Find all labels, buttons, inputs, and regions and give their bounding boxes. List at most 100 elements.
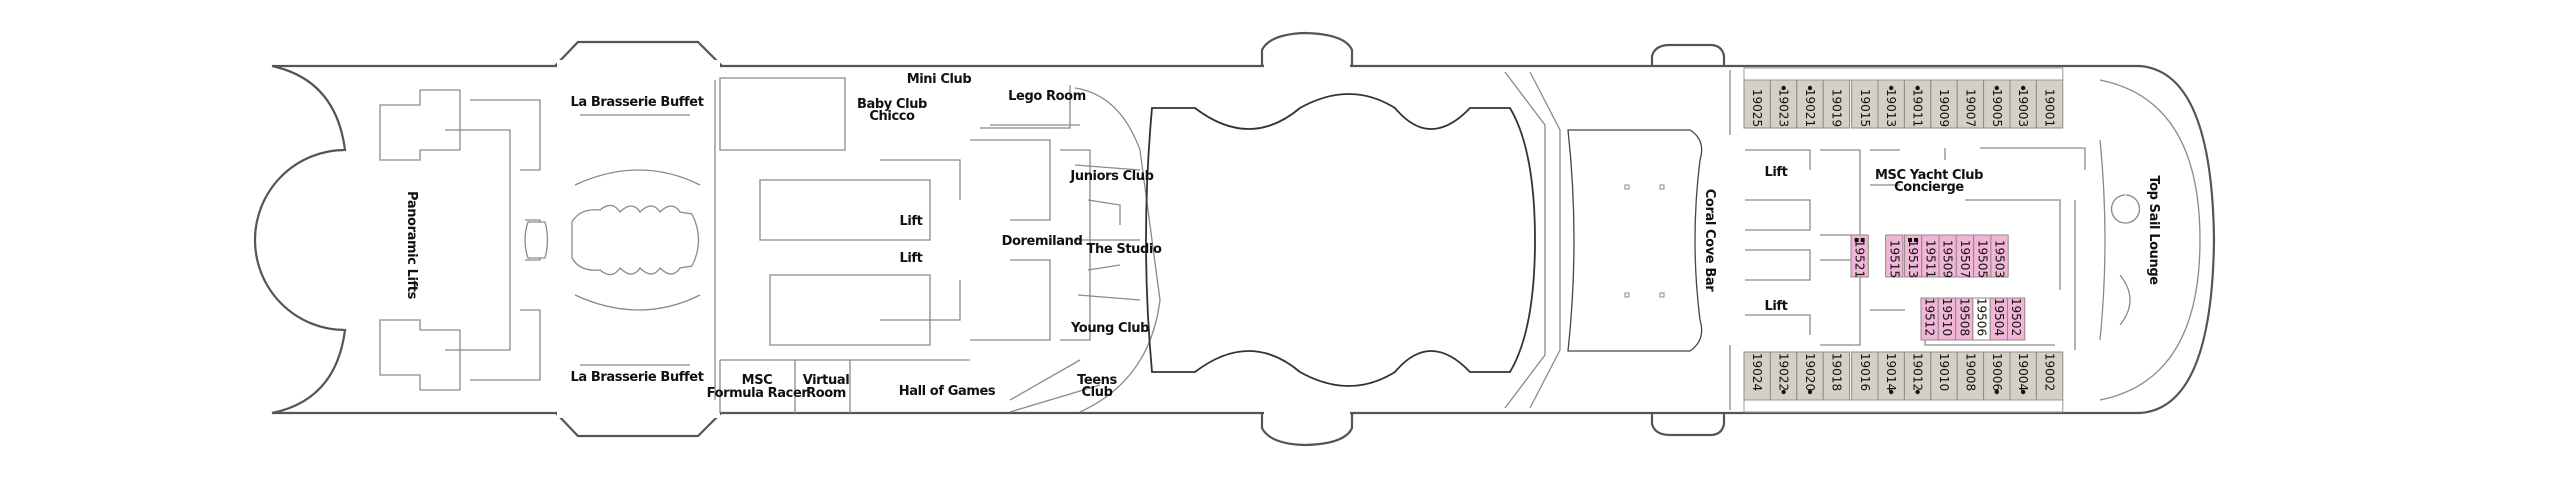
- venue-virtual-room-line2[interactable]: Room: [806, 386, 846, 401]
- cabin-19002[interactable]: 19002: [2035, 351, 2064, 401]
- venue-formula-racer-line2[interactable]: Formula Racer: [707, 386, 809, 401]
- cabin-number: 19016: [1858, 353, 1872, 391]
- cabin-19515[interactable]: 19515: [1885, 234, 1904, 278]
- cabin-19012[interactable]: 19012: [1903, 351, 1932, 401]
- pool-side-walls: [1504, 71, 1561, 409]
- cabin-19006[interactable]: 19006: [1983, 351, 2011, 401]
- cabin-number: 19502: [2009, 298, 2023, 336]
- venue-coral-cove-bar[interactable]: Coral Cove Bar: [1702, 189, 1717, 292]
- connecting-cabin-dot-icon: [1807, 85, 1813, 91]
- venue-la-brasserie-buffet-bottom[interactable]: La Brasserie Buffet: [570, 370, 704, 385]
- cabin-row-port: 19025 19023 19021 19019 19015 19013 19011 19009…: [1743, 67, 2064, 129]
- cabin-19025[interactable]: 19025: [1743, 79, 1771, 129]
- cabin-19504[interactable]: 19504: [1989, 297, 2008, 341]
- cabin-19007[interactable]: 19007: [1956, 79, 1985, 129]
- cabin-number: 19011: [1911, 89, 1925, 127]
- label-lift-aft-top: Lift: [899, 214, 922, 229]
- venue-lego-room[interactable]: Lego Room: [1008, 89, 1086, 104]
- cabin-19024[interactable]: 19024: [1743, 351, 1771, 401]
- venue-baby-club-line1[interactable]: Baby Club: [857, 97, 927, 112]
- connecting-cabin-dot-icon: [1994, 85, 2000, 91]
- cabin-19019[interactable]: 19019: [1822, 79, 1851, 129]
- cabin-19001[interactable]: 19001: [2035, 79, 2064, 129]
- cabin-number: 19521: [1853, 240, 1867, 278]
- cabin-19503[interactable]: 19503: [1990, 234, 2009, 278]
- connecting-cabin-dot-icon: [2021, 389, 2026, 395]
- cabin-19021[interactable]: 19021: [1796, 79, 1824, 129]
- cabin-19506[interactable]: 19506: [1972, 297, 1991, 341]
- cabin-number: 19003: [2016, 89, 2030, 127]
- cabin-19010[interactable]: 19010: [1930, 351, 1958, 401]
- cabin-number: 19014: [1884, 353, 1898, 391]
- cabin-19005[interactable]: 19005: [1983, 79, 2011, 129]
- cabin-19008[interactable]: 19008: [1956, 351, 1985, 401]
- cabin-number: 19004: [2016, 353, 2030, 391]
- cabin-number: 19007: [1963, 89, 1977, 127]
- connecting-cabin-dot-icon: [1915, 85, 1920, 91]
- cabin-19505[interactable]: 19505: [1973, 234, 1992, 278]
- cabin-number: 19009: [1937, 89, 1951, 127]
- label-lift-fwd-top: Lift: [1764, 165, 1787, 180]
- venue-hall-of-games[interactable]: Hall of Games: [899, 384, 997, 399]
- cabin-number: 19515: [1887, 240, 1901, 278]
- venue-top-sail-lounge[interactable]: Top Sail Lounge: [2146, 175, 2161, 285]
- cabin-19511[interactable]: 19511: [1921, 234, 1940, 278]
- venue-doremiland[interactable]: Doremiland: [1002, 234, 1083, 249]
- venue-labels: La Brasserie Buffet La Brasserie Buffet …: [404, 72, 2161, 401]
- accessible-cabin-icon: [1860, 238, 1865, 242]
- venue-baby-club-line2[interactable]: Chicco: [869, 109, 915, 124]
- connecting-cabin-dot-icon: [1889, 85, 1894, 91]
- cabin-19015[interactable]: 19015: [1851, 79, 1879, 129]
- cabin-number: 19504: [1992, 298, 2006, 336]
- venue-la-brasserie-buffet-top[interactable]: La Brasserie Buffet: [570, 95, 704, 110]
- cabin-19004[interactable]: 19004: [2009, 351, 2037, 401]
- cabin-19521[interactable]: 19521: [1850, 234, 1869, 278]
- cabin-19011[interactable]: 19011: [1903, 79, 1932, 129]
- venue-yacht-club-concierge-line2[interactable]: Concierge: [1894, 180, 1965, 195]
- venue-formula-racer-line1[interactable]: MSC: [742, 373, 773, 388]
- connecting-cabin-dot-icon: [1807, 389, 1813, 395]
- venue-mini-club[interactable]: Mini Club: [907, 72, 972, 87]
- venue-young-club[interactable]: Young Club: [1070, 321, 1150, 336]
- cabin-19022[interactable]: 19022: [1769, 351, 1798, 401]
- cabin-19510[interactable]: 19510: [1937, 297, 1957, 341]
- cabin-number: 19511: [1923, 240, 1937, 278]
- cabin-19016[interactable]: 19016: [1851, 351, 1879, 401]
- venue-teens-club-line1[interactable]: Teens: [1077, 373, 1118, 388]
- cabin-number: 19019: [1829, 89, 1843, 127]
- aft-lift-shaft: [524, 221, 549, 259]
- connecting-cabin-dot-icon: [2021, 85, 2026, 91]
- venue-yacht-club-concierge-line1[interactable]: MSC Yacht Club: [1875, 168, 1984, 183]
- cabin-19513[interactable]: 19513: [1903, 234, 1923, 278]
- cabin-19003[interactable]: 19003: [2009, 79, 2037, 129]
- cabin-19009[interactable]: 19009: [1930, 79, 1958, 129]
- cabin-19507[interactable]: 19507: [1955, 234, 1975, 278]
- cabin-number: 19508: [1957, 298, 1971, 336]
- cabin-19018[interactable]: 19018: [1822, 351, 1851, 401]
- label-lift-aft-bottom: Lift: [899, 251, 922, 266]
- venue-virtual-room-line1[interactable]: Virtual: [803, 373, 850, 388]
- cabin-number: 19024: [1750, 353, 1764, 391]
- cabin-number: 19507: [1958, 240, 1972, 278]
- cabin-19020[interactable]: 19020: [1796, 351, 1824, 401]
- cabin-number: 19506: [1975, 298, 1989, 336]
- connecting-cabin-dot-icon: [1889, 389, 1894, 395]
- cabin-19509[interactable]: 19509: [1938, 234, 1957, 278]
- cabin-number: 19023: [1777, 89, 1791, 127]
- cabin-19508[interactable]: 19508: [1955, 297, 1974, 341]
- balcony-strip: [1743, 399, 2064, 413]
- cabin-19023[interactable]: 19023: [1769, 79, 1798, 129]
- venue-the-studio[interactable]: The Studio: [1087, 242, 1163, 257]
- cabin-19502[interactable]: 19502: [2007, 297, 2026, 341]
- cabin-number: 19015: [1858, 89, 1872, 127]
- cabin-19512[interactable]: 19512: [1920, 297, 1939, 341]
- venue-juniors-club[interactable]: Juniors Club: [1069, 169, 1154, 184]
- venue-teens-club-line2[interactable]: Club: [1082, 385, 1113, 400]
- cabin-19014[interactable]: 19014: [1877, 351, 1905, 401]
- cabin-number: 19503: [1993, 240, 2007, 278]
- cabin-19013[interactable]: 19013: [1877, 79, 1905, 129]
- venue-panoramic-lifts[interactable]: Panoramic Lifts: [404, 191, 419, 300]
- cabin-number: 19005: [1990, 89, 2004, 127]
